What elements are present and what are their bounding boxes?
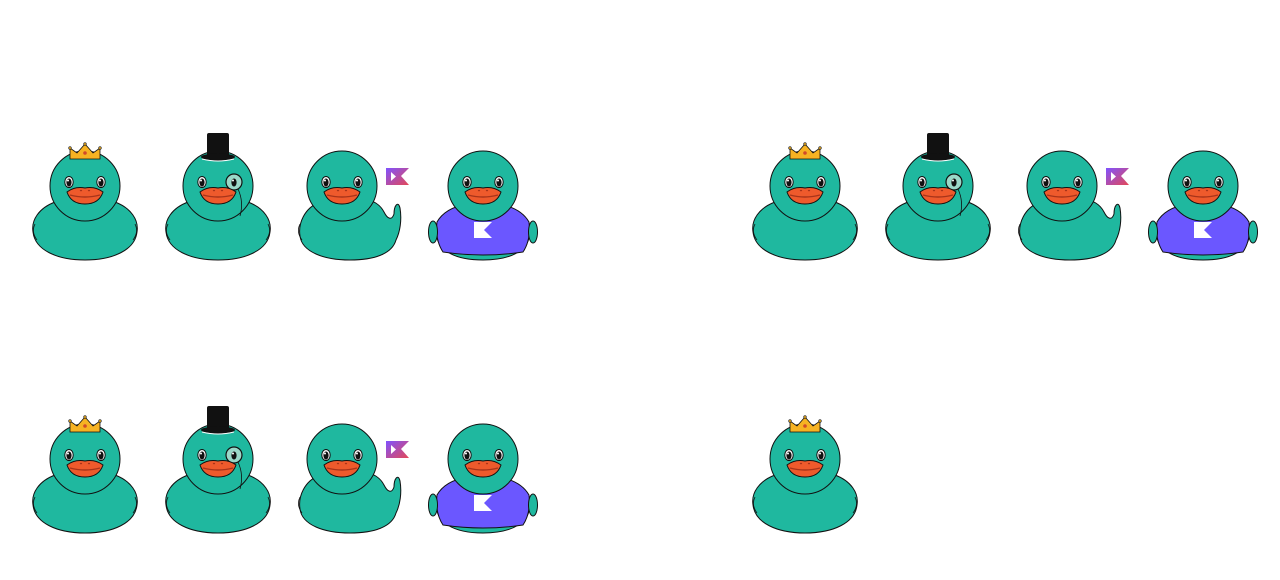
beak — [1184, 187, 1222, 205]
beak — [199, 187, 237, 205]
duck-tophat-monocle[interactable] — [158, 401, 278, 541]
duck-tophat-monocle[interactable] — [158, 128, 278, 268]
top-hat-icon — [921, 133, 955, 162]
duck-group-1 — [25, 128, 545, 268]
eyes — [321, 449, 363, 461]
beak — [919, 187, 957, 205]
duck-tophat-monocle[interactable] — [878, 128, 998, 268]
beak — [1043, 187, 1081, 205]
duck-head — [1026, 150, 1098, 222]
duck-crown[interactable] — [25, 128, 145, 268]
eyes — [197, 176, 207, 188]
monocle-icon — [225, 446, 243, 490]
beak — [464, 460, 502, 478]
duck-shirt[interactable] — [423, 401, 543, 541]
eyes — [784, 449, 826, 461]
beak — [66, 460, 104, 478]
duck-body — [165, 474, 271, 534]
duck-crown[interactable] — [745, 401, 865, 541]
duck-head — [49, 150, 121, 222]
duck-group-2 — [745, 128, 1265, 268]
duck-head — [769, 150, 841, 222]
top-hat-icon — [201, 133, 235, 162]
duck-body — [752, 201, 858, 261]
duck-shirt[interactable] — [423, 128, 543, 268]
duck-body — [32, 474, 138, 534]
duck-body — [32, 201, 138, 261]
duck-flag[interactable] — [1010, 128, 1130, 268]
duck-flag[interactable] — [290, 128, 410, 268]
beak — [464, 187, 502, 205]
eyes — [321, 176, 363, 188]
crown-icon — [68, 142, 102, 160]
kotlin-flag-icon — [1106, 168, 1129, 185]
eyes — [1041, 176, 1083, 188]
duck-head — [1167, 150, 1239, 222]
eyes — [64, 449, 106, 461]
duck-body — [165, 201, 271, 261]
eyes — [64, 176, 106, 188]
eyes — [462, 449, 504, 461]
monocle-icon — [945, 173, 963, 217]
duck-head — [447, 150, 519, 222]
crown-icon — [788, 415, 822, 433]
kotlin-shirt-icon — [1148, 203, 1258, 256]
eyes — [1182, 176, 1224, 188]
kotlin-flag-icon — [386, 441, 409, 458]
eyes — [197, 449, 207, 461]
beak — [786, 460, 824, 478]
crown-icon — [788, 142, 822, 160]
duck-group-4 — [745, 401, 1265, 541]
monocle-icon — [225, 173, 243, 217]
beak — [323, 460, 361, 478]
duck-shirt[interactable] — [1143, 128, 1263, 268]
crown-icon — [68, 415, 102, 433]
duck-flag[interactable] — [290, 401, 410, 541]
duck-head — [306, 150, 378, 222]
duck-crown[interactable] — [745, 128, 865, 268]
eyes — [784, 176, 826, 188]
duck-head — [49, 423, 121, 495]
duck-head — [769, 423, 841, 495]
duck-body — [752, 474, 858, 534]
duck-group-3 — [25, 401, 545, 541]
duck-crown[interactable] — [25, 401, 145, 541]
beak — [323, 187, 361, 205]
beak — [786, 187, 824, 205]
kotlin-flag-icon — [386, 168, 409, 185]
beak — [66, 187, 104, 205]
eyes — [462, 176, 504, 188]
top-hat-icon — [201, 406, 235, 435]
eyes — [917, 176, 927, 188]
duck-head — [447, 423, 519, 495]
duck-body — [885, 201, 991, 261]
beak — [199, 460, 237, 478]
duck-head — [306, 423, 378, 495]
